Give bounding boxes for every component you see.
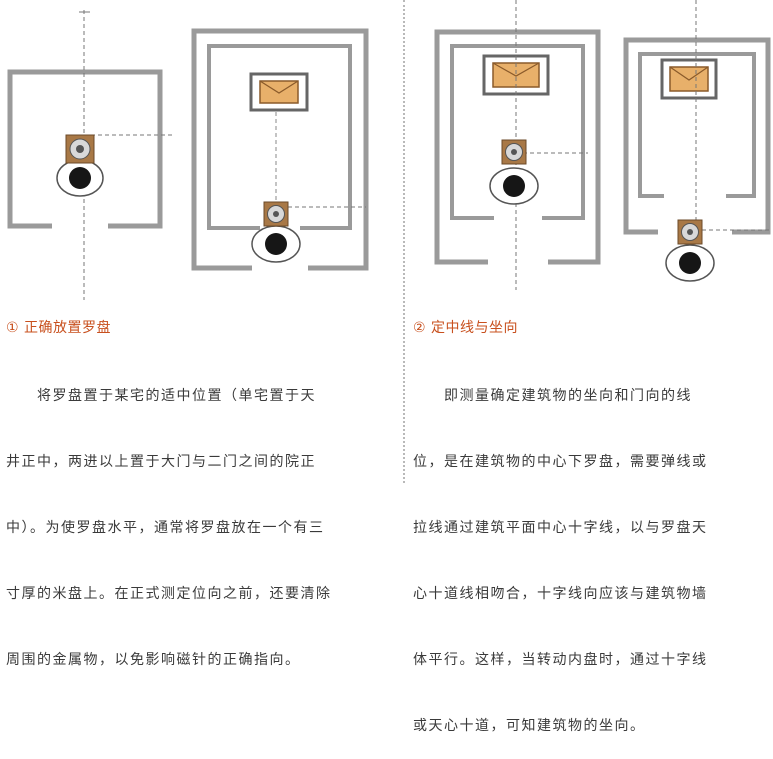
body-line: 拉线通过建筑平面中心十字线，以与罗盘天 (413, 520, 708, 536)
body-line: 将罗盘置于某宅的适中位置（单宅置于天 (6, 388, 316, 404)
section-body-left: 将罗盘置于某宅的适中位置（单宅置于天 井正中，两进以上置于大门与二门之间的院正 … (6, 341, 332, 693)
house-diagram-c (434, 0, 601, 290)
house-outer-wall (623, 37, 771, 235)
house-inner-wall (207, 44, 352, 230)
house-outer-wall (434, 29, 601, 265)
section-title-right: ② 定中线与坐向 (413, 320, 519, 336)
column-divider (403, 0, 405, 483)
body-line: 周围的金属物，以免影响磁针的正确指向。 (6, 652, 301, 668)
courtyard-diagram-a (7, 10, 172, 300)
body-line: 即测量确定建筑物的坐向和门向的线 (413, 388, 692, 404)
body-line: 井正中，两进以上置于大门与二门之间的院正 (6, 454, 316, 470)
section-body-right: 即测量确定建筑物的坐向和门向的线 位，是在建筑物的中心下罗盘，需要弹线或 拉线通… (413, 341, 708, 759)
body-line: 心十道线相吻合，十字线向应该与建筑物墙 (413, 586, 708, 602)
body-line: 寸厚的米盘上。在正式测定位向之前，还要清除 (6, 586, 332, 602)
house-inner-wall (450, 44, 585, 220)
section-title-left: ① 正确放置罗盘 (6, 320, 112, 336)
house-outer-wall (191, 28, 369, 271)
body-line: 位，是在建筑物的中心下罗盘，需要弹线或 (413, 454, 708, 470)
illustration-panel (7, 0, 771, 300)
person-with-compass (489, 139, 539, 205)
person-with-compass (251, 201, 301, 263)
body-line: 中）。为使罗盘水平，通常将罗盘放在一个有三 (6, 520, 325, 536)
person-with-compass (665, 219, 715, 282)
body-line: 体平行。这样，当转动内盘时，通过十字线 (413, 652, 708, 668)
house-diagram-d (623, 0, 771, 282)
person-with-compass (56, 134, 104, 197)
house-inner-wall (638, 52, 756, 198)
courtyard-wall (7, 69, 163, 229)
body-line: 或天心十道，可知建筑物的坐向。 (413, 718, 646, 734)
house-diagram-b (191, 28, 369, 271)
